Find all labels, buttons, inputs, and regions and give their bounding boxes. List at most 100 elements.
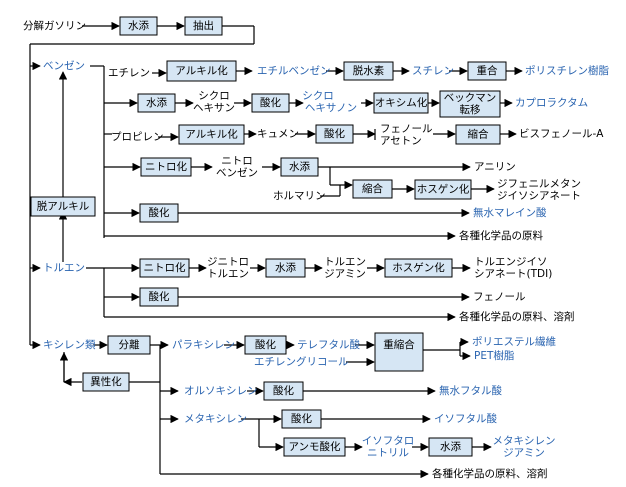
node-oxidation2: 酸化 [324,127,345,140]
node-ethylene: エチレン [108,67,150,79]
labels: 分解ガソリン 水添 抽出 ベンゼン エチレン アルキル化 エチルベンゼン 脱水素… [23,19,609,480]
node-oxidation5: 酸化 [255,338,276,351]
node-tdi-1: トルエンジイソ [474,256,548,268]
node-beckmann-2: 転移 [460,103,481,116]
node-polyester-1: ポリエステル繊維 [472,335,556,348]
box-oxidation2 [315,124,354,144]
node-nitration1: ニトロ化 [145,160,187,173]
node-formalin: ホルマリン [273,190,326,202]
node-tda-1: トルエン [324,256,366,268]
box-dehydrogenation [343,61,394,81]
box-nitration1 [140,157,192,177]
node-nitrobenzene-2: ベンゼン [216,167,258,179]
node-isophthalonitrile-1: イソフタロ [362,435,415,447]
box-oxidation3 [139,203,179,223]
node-condensation1: 縮合 [468,128,489,141]
box-oxidation6 [263,381,304,401]
box-polycondensation [374,332,424,372]
process-boxes [30,16,507,457]
box-oxidation1 [251,93,290,113]
node-mxda-1: メタキシレン [493,435,556,447]
node-isomerization: 異性化 [90,375,122,388]
node-aniline: アニリン [474,161,516,173]
node-extract: 抽出 [193,19,214,32]
box-isomerization [82,372,130,392]
box-polymerization [467,61,507,81]
box-hydro1 [119,16,158,36]
node-xylenes: キシレン類 [43,339,96,351]
node-cyclohexane-1: シクロ [198,90,230,102]
node-cyclohexane-2: ヘキサン [193,102,235,114]
box-condensation1 [455,124,501,145]
node-acetone: アセトン [380,135,422,147]
node-isophthalonitrile-2: ニトリル [367,447,409,459]
node-maleic: 無水マレイン酸 [473,206,547,219]
node-orthoxylene: オルソキシレン [184,385,258,397]
node-beckmann-1: ベックマン [444,92,497,104]
node-alkylation1: アルキル化 [175,64,228,77]
box-oxidation4 [139,287,179,307]
node-cyclohexanone-2: ヘキサノン [305,102,357,114]
node-ethylbenzene: エチルベンゼン [257,65,331,77]
node-metaxylene: メタキシレン [184,413,247,425]
node-phenol2: フェノール [473,291,526,303]
node-mdi-1: ジフェニルメタン [497,178,581,190]
node-cyclohexanone-1: シクロ [302,90,334,102]
node-nitration2: ニトロ化 [144,261,186,274]
node-polymerization: 重合 [477,64,498,77]
node-hydro5: 水添 [440,440,461,453]
box-separation [107,335,151,355]
node-polyester-2: PET樹脂 [474,349,515,362]
box-hydro5 [428,437,473,457]
node-tda-2: ジアミン [324,268,366,280]
node-propylene: プロピレン [111,131,164,143]
node-toluene: トルエン [43,262,85,274]
node-bisphenol: ビスフェノール-A [519,128,604,140]
node-chem-raw3: 各種化学品の原料、溶剤 [432,467,548,480]
node-paraxylene: パラキシレン [172,339,235,351]
box-phosgenation2 [384,258,453,278]
node-ammoxidation: アンモ酸化 [288,440,341,453]
node-separation: 分離 [119,338,140,351]
node-chem-raw1: 各種化学品の原料 [459,229,543,242]
node-phosgenation1: ホスゲン化 [417,183,470,196]
box-phosgenation1 [414,179,472,200]
box-oxidation5 [244,335,287,355]
node-oxidation6: 酸化 [273,384,294,397]
node-condensation2: 縮合 [362,182,383,195]
box-beckmann [439,90,501,118]
node-dnt-1: ジニトロ [207,256,249,268]
box-nitration2 [139,258,190,278]
box-alkylation2 [178,124,245,145]
node-chem-raw2: 各種化学品の原料、溶剤 [459,310,575,323]
box-oximation [373,92,429,114]
box-hydro2 [137,93,176,113]
node-polystyrene: ポリスチレン樹脂 [525,64,609,77]
box-condensation2 [352,179,393,199]
node-oximation: オキシム化 [375,96,428,109]
node-oxidation3: 酸化 [149,206,170,219]
node-dnt-2: トルエン [207,268,249,280]
node-naphtha: 分解ガソリン [23,19,86,32]
box-ammoxidation [283,437,346,457]
box-extract [184,16,223,36]
node-cumene: キュメン [257,128,299,140]
node-mdi-2: ジイソシアネート [497,190,581,202]
node-ethylene-glycol: エチレングリコール [254,355,349,368]
node-phthalic: 無水フタル酸 [439,384,502,397]
box-alkylation1 [166,60,237,82]
node-oxidation7: 酸化 [291,412,312,425]
node-styrene: スチレン [412,65,454,77]
node-mxda-2: ジアミン [503,447,545,459]
node-hydro4: 水添 [275,261,296,274]
node-hydro1: 水添 [128,19,149,32]
node-dealkylation: 脱アルキル [37,200,89,213]
node-tdi-2: シアネート(TDI) [474,268,552,280]
node-nitrobenzene-1: ニトロ [221,155,253,167]
node-oxidation4: 酸化 [149,290,170,303]
box-oxidation7 [281,409,322,429]
node-isophthalic: イソフタル酸 [434,412,497,425]
node-hydro2: 水添 [146,96,167,109]
